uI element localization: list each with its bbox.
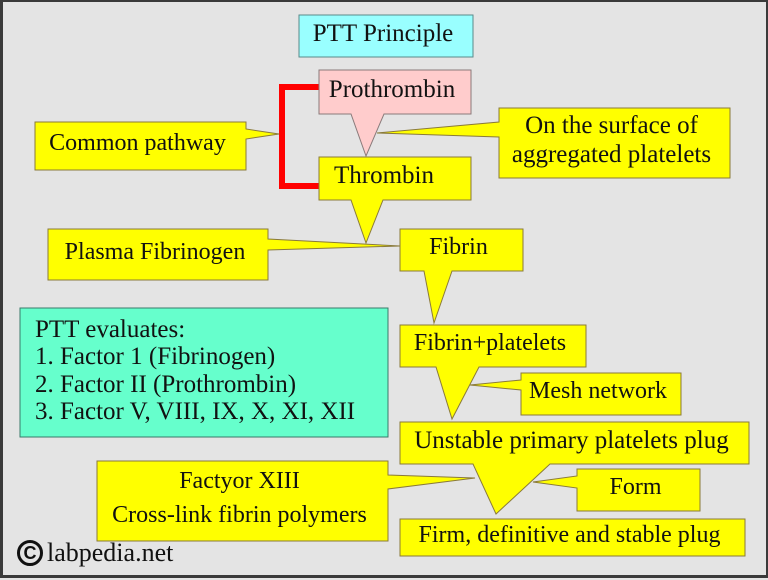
prothrombin-callout-shape xyxy=(318,69,472,158)
fibrin-platelets-node: Fibrin+platelets xyxy=(397,323,583,365)
thrombin-label: Thrombin xyxy=(334,162,434,190)
ptt-evaluates-box: PTT evaluates: 1. Factor 1 (Fibrinogen) … xyxy=(17,306,385,435)
unstable-plug-node: Unstable primary platelets plug xyxy=(397,420,746,462)
evaluates-heading: PTT evaluates: xyxy=(35,315,186,343)
common-pathway-label: Common pathway xyxy=(49,130,226,157)
factor-xiii-line2: Cross-link fibrin polymers xyxy=(112,502,367,528)
title-box-shape xyxy=(298,14,474,58)
title-text: PTT Principle xyxy=(312,19,454,47)
factor-xiii-callout: Factyor XIII Cross-link fibrin polymers xyxy=(94,459,385,539)
plasma-fibrinogen-callout: Plasma Fibrinogen xyxy=(45,227,265,278)
plasma-fibrinogen-label: Plasma Fibrinogen xyxy=(64,238,246,265)
fibrin-node: Fibrin xyxy=(397,227,520,269)
evaluates-item: 1. Factor 1 (Fibrinogen) xyxy=(35,343,276,370)
mesh-network-callout-shape xyxy=(469,372,682,416)
evaluates-box-shape xyxy=(19,307,389,438)
fibrin-platelets-callout-shape xyxy=(399,324,587,421)
evaluates-item: 2. Factor II (Prothrombin) xyxy=(35,370,297,398)
surface-note-callout-shape xyxy=(376,107,731,179)
plasma-fibrinogen-callout-shape xyxy=(47,228,401,281)
common-pathway-callout-shape xyxy=(34,121,280,171)
evaluates-item: 3. Factor V, VIII, IX, X, XI, XII xyxy=(35,398,356,425)
unstable-plug-callout-shape xyxy=(399,421,750,515)
mesh-network-callout: Mesh network xyxy=(518,371,678,413)
surface-note-callout: On the surface of aggregated platelets xyxy=(496,106,727,176)
fibrin-platelets-label: Fibrin+platelets xyxy=(413,330,567,357)
surface-note-line2: aggregated platelets xyxy=(511,141,712,168)
common-pathway-bracket xyxy=(279,84,319,189)
prothrombin-node: Prothrombin xyxy=(316,68,468,112)
form-label: Form xyxy=(609,474,662,501)
fibrin-label: Fibrin xyxy=(429,234,488,261)
form-callout-shape xyxy=(532,468,701,512)
factor-xiii-callout-shape xyxy=(96,460,476,542)
stable-plug-box-shape xyxy=(399,518,746,557)
unstable-plug-label: Unstable primary platelets plug xyxy=(414,426,729,454)
stable-plug-label: Firm, definitive and stable plug xyxy=(418,521,721,548)
site-name: labpedia.net xyxy=(47,538,174,567)
stable-plug-node: Firm, definitive and stable plug xyxy=(397,517,742,554)
copyright-icon: C xyxy=(17,540,43,566)
diagram-shapes xyxy=(19,14,750,557)
common-pathway-callout: Common pathway xyxy=(32,120,243,168)
thrombin-node: Thrombin xyxy=(316,155,452,198)
page-title: PTT Principle xyxy=(296,13,470,55)
fibrin-callout-shape xyxy=(399,228,524,325)
mesh-network-label: Mesh network xyxy=(529,378,667,405)
copyright-footer: C labpedia.net xyxy=(17,538,173,568)
form-callout: Form xyxy=(574,467,697,509)
thrombin-callout-shape xyxy=(318,156,472,245)
factor-xiii-line1: Factyor XIII xyxy=(179,468,300,495)
surface-note-line1: On the surface of xyxy=(525,112,698,140)
prothrombin-label: Prothrombin xyxy=(328,75,456,103)
